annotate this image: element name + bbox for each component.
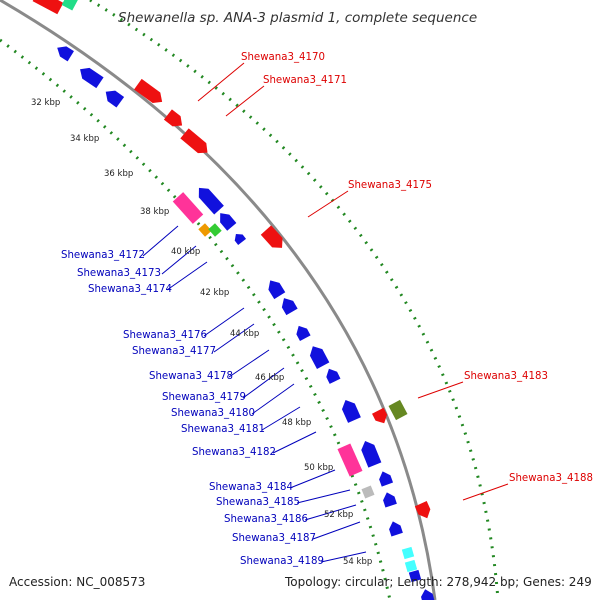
tick-label: 46 kbp — [255, 373, 285, 383]
gc-content-dots — [0, 0, 500, 600]
map-title: Shewanella sp. ANA-3 plasmid 1, complete… — [118, 10, 478, 26]
gene-label[interactable]: Shewana3_4173 — [77, 268, 161, 279]
reverse-gene — [401, 546, 415, 560]
reverse-gene — [105, 90, 125, 108]
gene-label[interactable]: Shewana3_4188 — [509, 473, 593, 484]
gene-label[interactable]: Shewana3_4185 — [216, 497, 300, 508]
reverse-gene — [208, 223, 222, 237]
gene-label[interactable]: Shewana3_4170 — [241, 52, 325, 63]
reverse-gene — [234, 234, 247, 246]
gc-track-inner — [0, 38, 392, 600]
tick-label: 52 kbp — [324, 510, 354, 520]
summary-text: Topology: circular; Length: 278,942 bp; … — [285, 575, 592, 589]
label-leader-line — [166, 261, 208, 291]
gene-label[interactable]: Shewana3_4187 — [232, 533, 316, 544]
gene-label[interactable]: Shewana3_4176 — [123, 330, 207, 341]
label-leader-line — [312, 521, 361, 540]
reverse-gene — [309, 346, 330, 369]
label-leader-line — [417, 381, 464, 399]
reverse-gene — [379, 471, 394, 487]
tick-label: 50 kbp — [304, 463, 334, 473]
gene-label[interactable]: Shewana3_4184 — [209, 482, 293, 493]
reverse-gene — [80, 67, 104, 89]
forward-gene — [32, 0, 64, 15]
gene-label[interactable]: Shewana3_4175 — [348, 180, 432, 191]
label-leader-line — [242, 367, 285, 399]
label-leader-line — [228, 349, 270, 378]
forward-gene — [163, 109, 183, 127]
gene-label[interactable]: Shewana3_4174 — [88, 284, 172, 295]
gene-label[interactable]: Shewana3_4189 — [240, 556, 324, 567]
gene-features — [32, 0, 435, 600]
forward-gene — [388, 399, 408, 421]
label-leader-line — [261, 406, 301, 431]
gene-label[interactable]: Shewana3_4186 — [224, 514, 308, 525]
label-leader-line — [289, 469, 336, 489]
label-leader-line — [462, 483, 509, 501]
label-leader-line — [296, 489, 351, 504]
tick-label: 38 kbp — [140, 207, 170, 217]
label-leader-line — [225, 85, 265, 117]
label-leader-line — [251, 383, 295, 415]
gc-track-outer — [89, 0, 500, 600]
reverse-gene — [361, 485, 375, 499]
gene-label[interactable]: Shewana3_4181 — [181, 424, 265, 435]
label-leader-line — [320, 551, 367, 563]
reverse-gene — [404, 559, 418, 573]
reverse-gene — [326, 368, 341, 384]
reverse-gene — [281, 298, 298, 316]
label-leader-lines — [142, 62, 509, 563]
label-leader-line — [203, 307, 245, 337]
label-leader-line — [142, 225, 179, 257]
backbone-circle — [0, 0, 437, 600]
label-leader-line — [161, 245, 197, 275]
gene-label[interactable]: Shewana3_4182 — [192, 447, 276, 458]
gene-label[interactable]: Shewana3_4172 — [61, 250, 145, 261]
reverse-gene — [198, 223, 212, 237]
reverse-gene — [341, 399, 361, 423]
gene-label[interactable]: Shewana3_4178 — [149, 371, 233, 382]
reverse-gene — [296, 325, 311, 341]
forward-gene — [260, 225, 283, 248]
tick-label: 54 kbp — [343, 557, 373, 567]
tick-label: 42 kbp — [200, 288, 230, 298]
label-leader-line — [197, 62, 245, 102]
gene-label[interactable]: Shewana3_4177 — [132, 346, 216, 357]
forward-gene — [180, 128, 208, 154]
reverse-gene — [172, 192, 204, 224]
tick-label: 32 kbp — [31, 98, 61, 108]
tick-label: 36 kbp — [104, 169, 134, 179]
reverse-gene — [383, 492, 397, 508]
reverse-gene — [389, 521, 403, 537]
label-leader-line — [213, 323, 255, 353]
tick-label: 34 kbp — [70, 134, 100, 144]
gene-label[interactable]: Shewana3_4179 — [162, 392, 246, 403]
accession-text: Accession: NC_008573 — [9, 575, 146, 589]
label-leader-line — [307, 190, 349, 218]
label-leader-line — [304, 504, 357, 521]
gene-label[interactable]: Shewana3_4171 — [263, 75, 347, 86]
label-leader-line — [272, 431, 317, 454]
reverse-gene — [361, 440, 382, 468]
tick-label: 44 kbp — [230, 329, 260, 339]
reverse-gene — [421, 589, 435, 600]
reverse-gene — [268, 280, 286, 300]
gene-label[interactable]: Shewana3_4180 — [171, 408, 255, 419]
gene-label[interactable]: Shewana3_4183 — [464, 371, 548, 382]
forward-gene — [372, 407, 388, 424]
tick-label: 48 kbp — [282, 418, 312, 428]
reverse-gene — [337, 443, 363, 477]
forward-gene — [61, 0, 79, 11]
reverse-gene — [408, 569, 422, 583]
forward-gene — [134, 78, 163, 103]
forward-gene — [414, 501, 431, 519]
reverse-gene — [198, 187, 224, 215]
reverse-gene — [220, 213, 237, 231]
reverse-gene — [57, 46, 74, 62]
tick-label: 40 kbp — [171, 247, 201, 257]
